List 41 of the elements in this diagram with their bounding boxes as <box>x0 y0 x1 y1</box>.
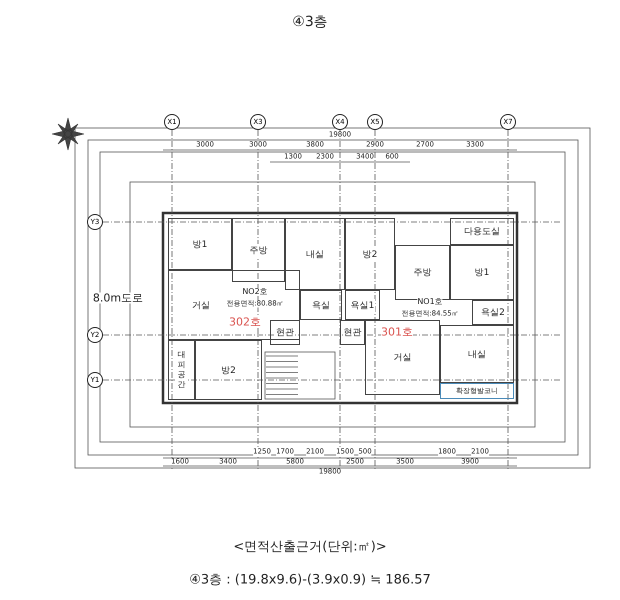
room-name: 현관 <box>275 326 295 339</box>
room-name: 현관 <box>342 326 362 339</box>
room-name: 주방 <box>412 266 432 279</box>
unit-number: 302호 <box>229 316 261 328</box>
formula-text: ④3층 : (19.8x9.6)-(3.9x0.9) ≒ 186.57 <box>189 574 431 586</box>
room-name: 방1 <box>192 238 208 250</box>
room <box>395 245 450 300</box>
room-name: 거실 <box>191 298 211 312</box>
room <box>440 325 514 383</box>
room <box>450 218 514 245</box>
room <box>440 383 514 399</box>
unit-name: NO1호 <box>417 298 443 306</box>
room <box>195 340 262 400</box>
unit-number: 301호 <box>381 326 413 338</box>
room-name: 방2 <box>220 364 237 376</box>
room-name: 대피공간 <box>177 349 186 391</box>
room <box>345 290 380 320</box>
room <box>340 320 365 345</box>
room <box>450 245 514 300</box>
unit-name: NO2호 <box>242 288 268 296</box>
room-name: 방2 <box>362 248 378 260</box>
room <box>168 218 232 270</box>
room <box>472 300 514 325</box>
heading-text: <면적산출근거(단위:㎡)> <box>233 540 387 554</box>
room-name: 내실 <box>305 248 325 260</box>
room-name: 방1 <box>474 266 490 279</box>
room <box>270 320 300 345</box>
room <box>232 218 285 282</box>
room <box>285 218 345 290</box>
room-name: 주방 <box>248 244 268 256</box>
room <box>300 290 342 320</box>
room <box>168 340 195 400</box>
room-name: 욕실2 <box>480 306 506 319</box>
title: ④3층 <box>292 15 328 29</box>
room <box>345 218 395 290</box>
room-name: 욕실1 <box>350 298 376 312</box>
road-label: 8.0m도로 <box>92 292 144 304</box>
room-name: 내실 <box>467 348 487 360</box>
room-name: 거실 <box>392 351 412 364</box>
room-name: 다용도실 <box>463 225 501 238</box>
room-name: 욕실 <box>311 298 331 312</box>
